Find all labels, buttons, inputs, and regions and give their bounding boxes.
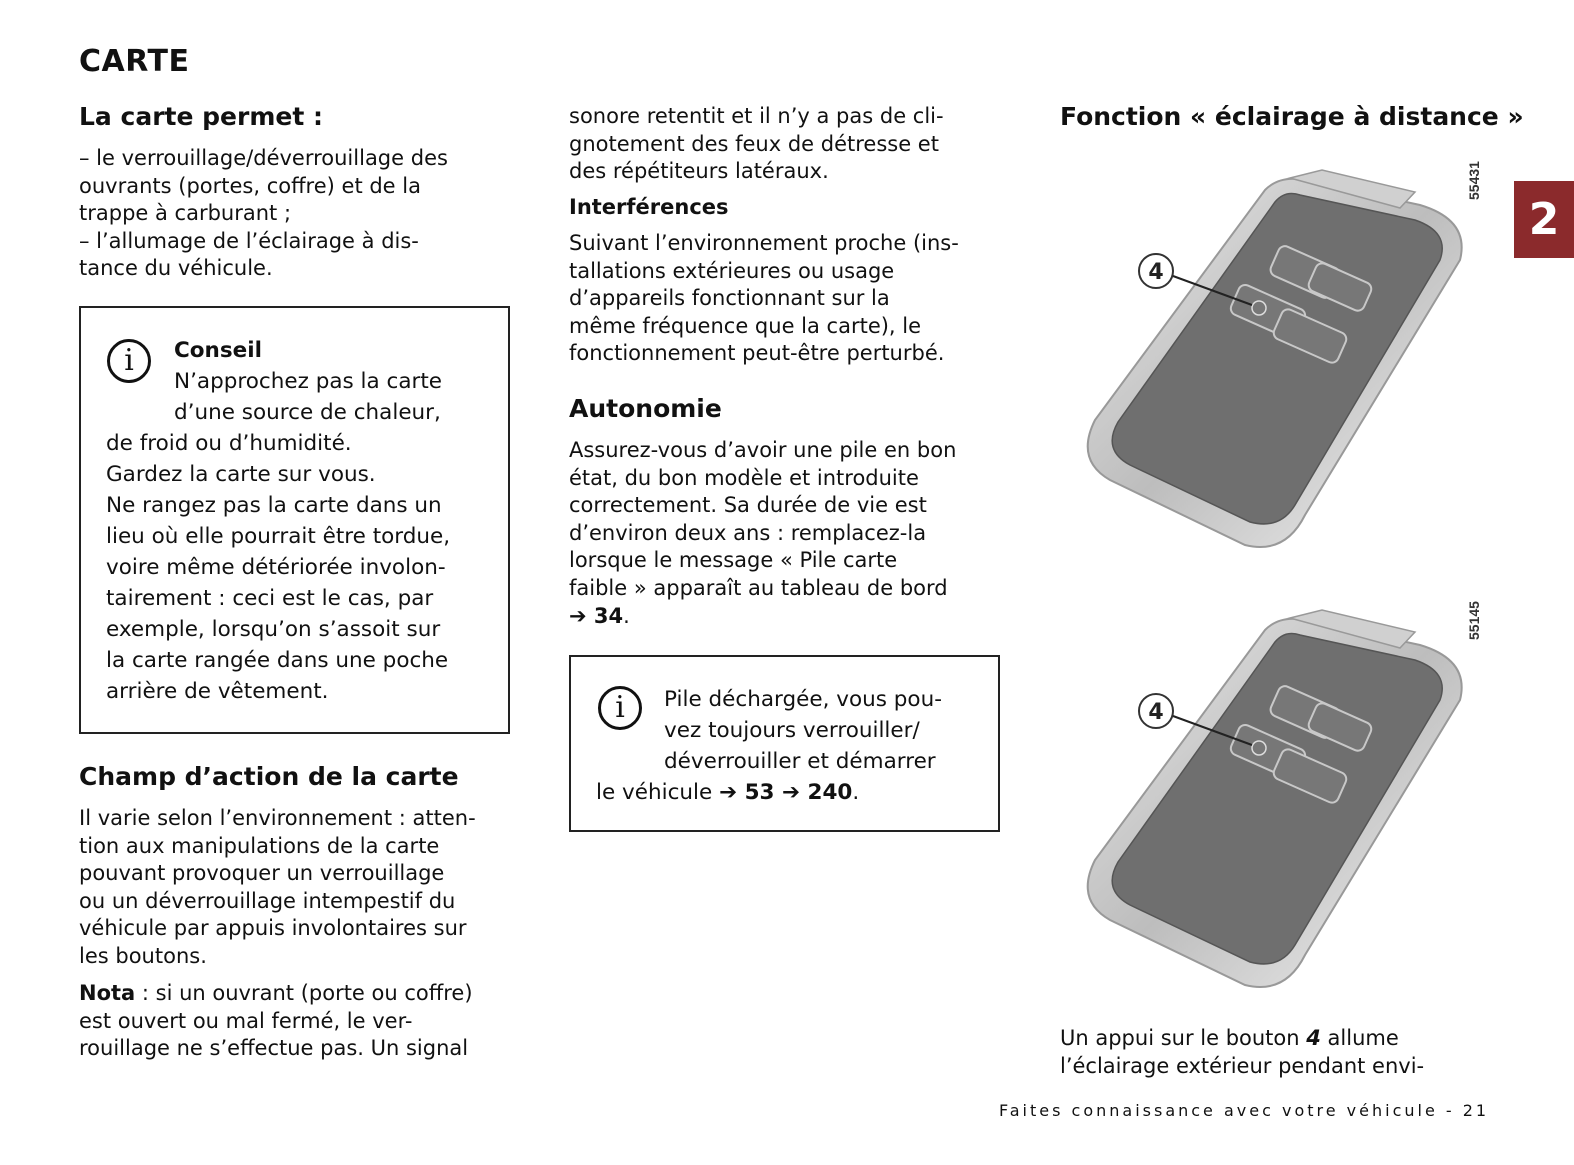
list-line: – l’allumage de l’éclairage à dis- [79,228,419,253]
text-line: Suivant l’environnement proche (ins- [569,231,959,255]
text-line: Nota : si un ouvrant (porte ou coffre) [79,980,519,1008]
text-line: gnotement des feux de détresse et [569,131,939,156]
page-footer: Faites connaissance avec votre véhicule … [999,1101,1490,1120]
nota-label: Nota [79,981,136,1005]
advice-title: Conseil [174,338,262,363]
list-line: – le verrouillage/déverrouillage des [79,146,448,170]
list-line: tance du véhicule. [79,256,273,281]
text-line: d’appareils fonctionnant sur la [569,286,890,311]
advice-line: voire même détériorée involon- [106,555,446,580]
range-heading: Champ d’action de la carte [79,762,459,791]
battery-line: vez toujours verrouiller/ [664,718,920,743]
page-title: CARTE [79,44,190,79]
text-line: pouvant provoquer un verrouillage [79,861,445,886]
advice-line: arrière de vêtement. [106,679,329,704]
text-line: Il varie selon l’environnement : atten- [79,806,476,830]
text-line: lorsque le message « Pile carte [569,548,898,573]
advice-line: lieu où elle pourrait être tordue, [106,524,451,549]
key-card-figure-2: 4 [1086,609,1463,988]
button-number: 4 [1306,1026,1321,1050]
text-line: d’environ deux ans : remplacez-la [569,520,927,545]
advice-line: N’approchez pas la carte [174,369,443,394]
advice-line: la carte rangée dans une poche [106,648,449,673]
battery-last: le véhicule [596,780,720,805]
advice-line: de froid ou d’humidité. [106,431,352,456]
permissions-list: – le verrouillage/déverrouillage des ouv… [79,145,519,283]
battery-line: Pile déchargée, vous pou- [664,687,942,712]
caption-text: Un appui sur le bouton 4 allume l’éclair… [1060,1025,1500,1080]
nota-line: : si un ouvrant (porte ou coffre) [135,981,473,1005]
range-text: Il varie selon l’environnement : atten- … [79,805,519,971]
text-line: faible » apparaît au tableau de bord [569,575,948,600]
text-line: ➔ 34. [569,603,630,628]
permissions-heading: La carte permet : [79,102,323,131]
figure-ref-number: 55431 [1466,161,1482,200]
remote-lighting-heading: Fonction « éclairage à distance » [1060,102,1524,131]
text-line: tion aux manipulations de la carte [79,833,440,858]
callout-label: 4 [1148,700,1163,725]
autonomy-heading: Autonomie [569,394,722,423]
list-line: trappe à carburant ; [79,201,292,226]
text-line: les boutons. [79,943,207,968]
list-line: ouvrants (portes, coffre) et de la [79,173,421,198]
interference-text: Suivant l’environnement proche (ins- tal… [569,230,1009,368]
battery-box: i Pile déchargée, vous pou- vez toujours… [569,655,1000,832]
text-line: tallations extérieures ou usage [569,258,895,283]
info-icon: i [107,339,151,383]
advice-box: i Conseil N’approchez pas la carte d’une… [79,306,510,734]
text-line: Un appui sur le bouton 4 allume [1060,1025,1500,1053]
autonomy-text: Assurez-vous d’avoir une pile en bon éta… [569,437,1009,630]
text-line: l’éclairage extérieur pendant envi- [1060,1053,1425,1078]
text-line: rouillage ne s’effectue pas. Un signal [79,1036,469,1061]
page-reference[interactable]: ➔ 53 ➔ 240 [719,780,853,805]
continued-text: sonore retentit et il n’y a pas de cli- … [569,103,1009,186]
text-line: fonctionnement peut-être perturbé. [569,341,945,366]
battery-text: Pile déchargée, vous pou- vez toujours v… [596,684,996,808]
advice-text: Conseil N’approchez pas la carte d’une s… [106,335,506,707]
text-line: correctement. Sa durée de vie est [569,493,927,518]
page-reference[interactable]: ➔ 34 [569,603,624,628]
text-line: même fréquence que la carte), le [569,313,922,338]
figure-ref-number: 55145 [1466,601,1482,640]
text-line: Assurez-vous d’avoir une pile en bon [569,438,957,462]
battery-line: déverrouiller et démarrer [664,749,936,774]
advice-line: d’une source de chaleur, [174,400,441,425]
text-line: état, du bon modèle et introduite [569,465,919,490]
info-icon: i [598,686,642,730]
advice-line: exemple, lorsqu’on s’assoit sur [106,617,441,642]
callout-label: 4 [1148,260,1163,285]
key-card-figure-1: 4 [1086,169,1463,548]
text-line: des répétiteurs latéraux. [569,159,829,184]
text-line: est ouvert ou mal fermé, le ver- [79,1008,413,1033]
chapter-tab: 2 [1514,181,1574,258]
caption-part: allume [1320,1026,1399,1050]
text-line: véhicule par appuis involontaires sur [79,916,467,941]
advice-line: Gardez la carte sur vous. [106,462,376,487]
advice-line: tairement : ceci est le cas, par [106,586,434,611]
battery-line: le véhicule ➔ 53 ➔ 240. [596,780,860,805]
text-line: ou un déverrouillage intempestif du [79,888,456,913]
advice-line: Ne rangez pas la carte dans un [106,493,442,518]
interference-heading: Interférences [569,195,729,219]
nota-text: Nota : si un ouvrant (porte ou coffre) e… [79,980,519,1063]
caption-part: Un appui sur le bouton [1060,1026,1307,1050]
text-line: sonore retentit et il n’y a pas de cli- [569,104,944,128]
